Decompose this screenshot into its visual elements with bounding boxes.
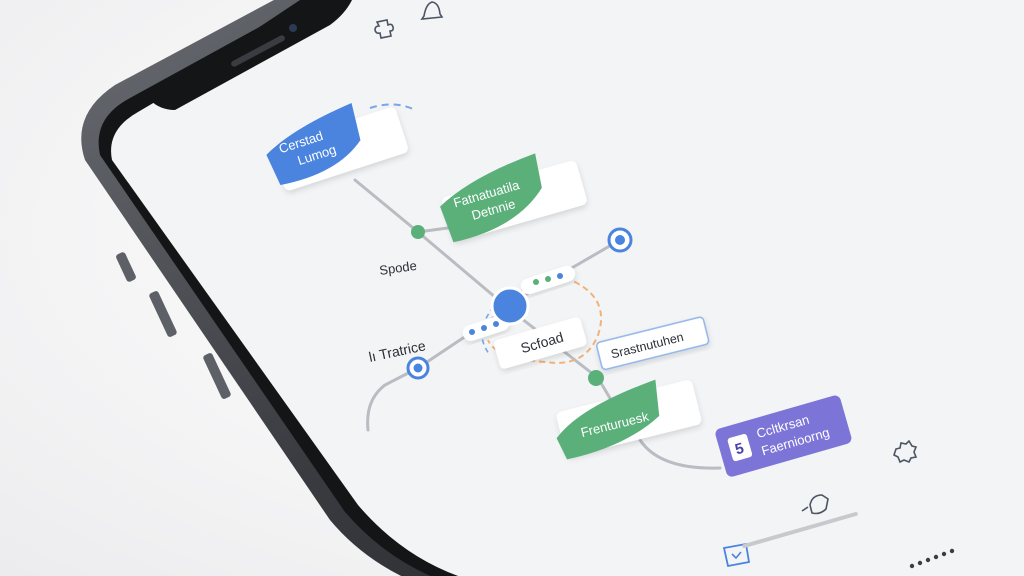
label-spode: Spode xyxy=(378,258,417,278)
gear-icon[interactable] xyxy=(893,439,918,464)
top-icons xyxy=(374,1,444,39)
node-bottom-purple-badge-box xyxy=(727,433,753,462)
bottom-speaker-holes xyxy=(909,548,955,569)
center-hub[interactable] xyxy=(461,264,577,343)
node-top-blue[interactable]: Cerstad Lumog xyxy=(259,91,409,194)
node-top-green[interactable]: Fatnatuatila Detnnie xyxy=(433,143,588,243)
puzzle-icon[interactable] xyxy=(374,19,394,39)
junction-green-2[interactable] xyxy=(588,370,604,386)
dashed-connector-blue xyxy=(369,103,416,111)
dashed-connector-blue-2 xyxy=(481,299,501,356)
chat-icon[interactable] xyxy=(722,542,751,568)
volume-button-2[interactable] xyxy=(148,290,177,338)
node-bottom-green[interactable]: Frenturuesk xyxy=(549,371,703,461)
junction-green-1[interactable] xyxy=(411,225,425,239)
volume-button-1[interactable] xyxy=(115,251,137,282)
share-icon[interactable] xyxy=(801,494,829,515)
phone-screen xyxy=(111,0,1024,576)
junction-blue-ring-2[interactable] xyxy=(406,356,430,380)
bell-icon[interactable] xyxy=(420,1,444,20)
node-bottom-purple[interactable]: 5 Ccltkrsan Faernioorng xyxy=(714,394,853,478)
volume-button-3[interactable] xyxy=(202,352,231,400)
speaker-grille xyxy=(231,35,285,67)
flow-diagram: Cerstad Lumog Fatnatuatila Detnnie Spode xyxy=(259,91,853,478)
bottom-icons xyxy=(722,439,918,568)
front-camera xyxy=(289,24,297,32)
node-center[interactable]: Scfoad xyxy=(493,316,588,370)
junction-blue-ring-1[interactable] xyxy=(607,227,633,253)
phone xyxy=(81,0,1024,576)
home-indicator[interactable] xyxy=(742,512,858,549)
